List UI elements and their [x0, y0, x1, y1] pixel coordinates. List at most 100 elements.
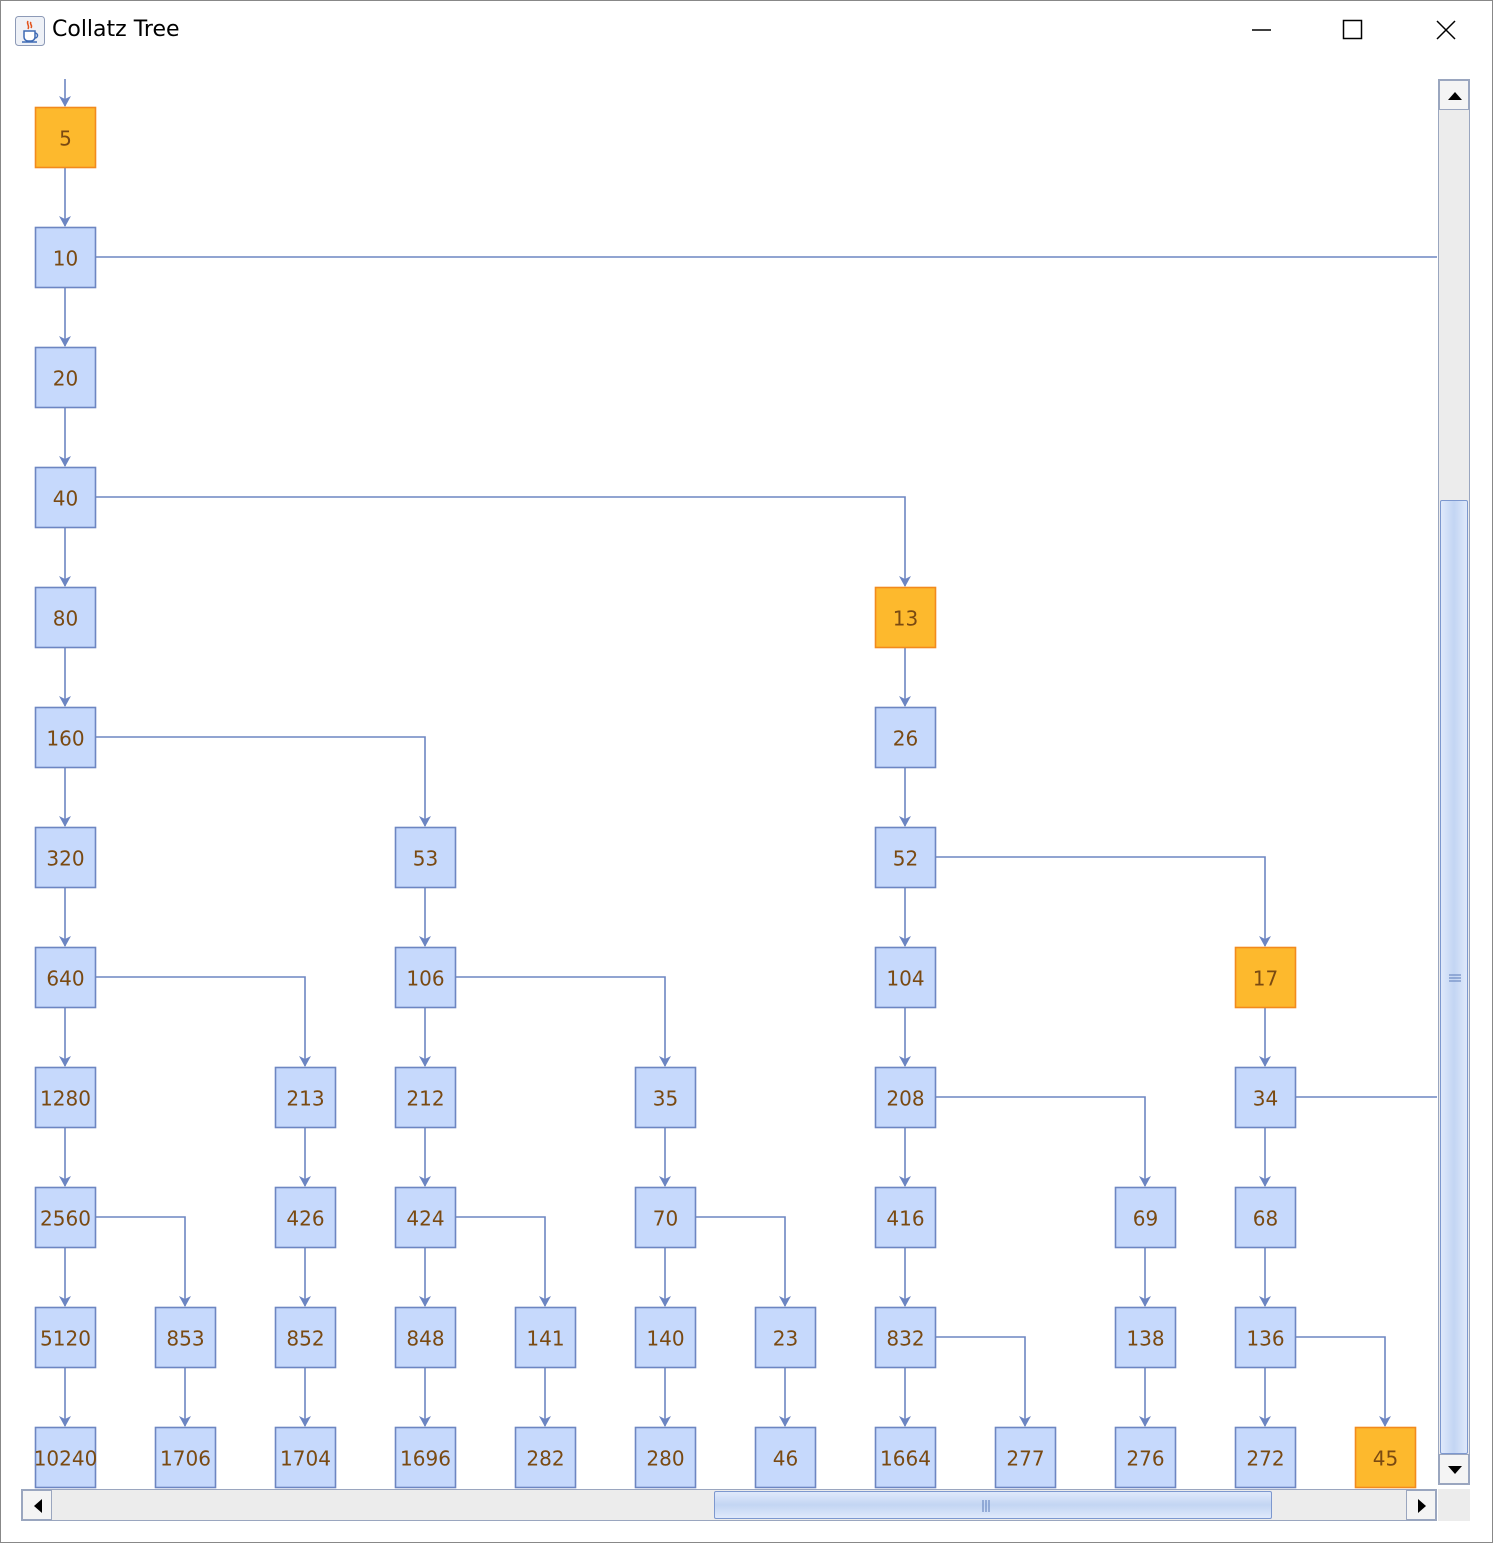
scroll-up-button[interactable]: [1439, 80, 1469, 110]
tree-node-45[interactable]: 45: [1354, 1426, 1417, 1489]
tree-node-277[interactable]: 277: [994, 1426, 1057, 1489]
node-label: 34: [1253, 1087, 1278, 1111]
tree-node-52[interactable]: 52: [874, 826, 937, 889]
minimize-button[interactable]: [1216, 1, 1308, 61]
node-label: 5: [59, 127, 72, 151]
node-label: 45: [1373, 1447, 1398, 1471]
node-label: 853: [166, 1327, 204, 1351]
horizontal-scrollbar[interactable]: [21, 1489, 1437, 1521]
tree-node-213[interactable]: 213: [274, 1066, 337, 1129]
tree-node-1664[interactable]: 1664: [874, 1426, 937, 1489]
scroll-right-button[interactable]: [1406, 1490, 1436, 1520]
tree-node-104[interactable]: 104: [874, 946, 937, 1009]
tree-node-2560[interactable]: 2560: [34, 1186, 97, 1249]
node-label: 17: [1253, 967, 1278, 991]
scroll-down-button[interactable]: [1439, 1454, 1469, 1484]
node-label: 424: [406, 1207, 444, 1231]
node-label: 35: [653, 1087, 678, 1111]
tree-node-640[interactable]: 640: [34, 946, 97, 1009]
tree-node-69[interactable]: 69: [1114, 1186, 1177, 1249]
triangle-down-icon: [1448, 1466, 1462, 1474]
title-bar[interactable]: Collatz Tree: [1, 1, 1492, 61]
maximize-button[interactable]: [1307, 1, 1399, 61]
tree-node-138[interactable]: 138: [1114, 1306, 1177, 1369]
tree-node-416[interactable]: 416: [874, 1186, 937, 1249]
tree-node-1696[interactable]: 1696: [394, 1426, 457, 1489]
tree-node-34[interactable]: 34: [1234, 1066, 1297, 1129]
tree-edge: [935, 856, 1271, 947]
tree-node-1704[interactable]: 1704: [274, 1426, 337, 1489]
close-button[interactable]: [1399, 1, 1491, 61]
node-box: [34, 1186, 97, 1249]
node-label: 80: [53, 607, 78, 631]
node-label: 280: [646, 1447, 684, 1471]
tree-node-53[interactable]: 53: [394, 826, 457, 889]
tree-node-68[interactable]: 68: [1234, 1186, 1297, 1249]
tree-node-10[interactable]: 10: [34, 226, 97, 289]
tree-node-832[interactable]: 832: [874, 1306, 937, 1369]
node-label: 69: [1133, 1207, 1158, 1231]
tree-node-140[interactable]: 140: [634, 1306, 697, 1369]
vertical-scrollbar[interactable]: [1438, 79, 1470, 1485]
tree-edge: [455, 976, 671, 1067]
tree-node-853[interactable]: 853: [154, 1306, 217, 1369]
node-box: [874, 1186, 937, 1249]
close-icon: [1436, 20, 1456, 40]
node-label: 40: [53, 487, 78, 511]
tree-node-1280[interactable]: 1280: [34, 1066, 97, 1129]
node-label: 272: [1246, 1447, 1284, 1471]
tree-node-212[interactable]: 212: [394, 1066, 457, 1129]
tree-node-426[interactable]: 426: [274, 1186, 337, 1249]
tree-node-282[interactable]: 282: [514, 1426, 577, 1489]
node-box: [394, 1186, 457, 1249]
tree-node-40[interactable]: 40: [34, 466, 97, 529]
node-label: 52: [893, 847, 918, 871]
tree-node-136[interactable]: 136: [1234, 1306, 1297, 1369]
tree-edge: [95, 496, 911, 587]
tree-node-5[interactable]: 5: [34, 106, 97, 169]
tree-node-20[interactable]: 20: [34, 346, 97, 409]
tree-node-13[interactable]: 13: [874, 586, 937, 649]
tree-node-17[interactable]: 17: [1234, 946, 1297, 1009]
vertical-scroll-thumb[interactable]: [1440, 500, 1468, 1454]
scroll-left-button[interactable]: [22, 1490, 52, 1520]
tree-node-160[interactable]: 160: [34, 706, 97, 769]
tree-node-276[interactable]: 276: [1114, 1426, 1177, 1489]
horizontal-scroll-thumb[interactable]: [714, 1491, 1272, 1519]
node-box: [514, 1426, 577, 1489]
tree-node-23[interactable]: 23: [754, 1306, 817, 1369]
tree-node-35[interactable]: 35: [634, 1066, 697, 1129]
tree-node-424[interactable]: 424: [394, 1186, 457, 1249]
tree-node-141[interactable]: 141: [514, 1306, 577, 1369]
node-box: [1234, 1306, 1297, 1369]
node-box: [154, 1426, 217, 1489]
node-label: 10: [53, 247, 78, 271]
node-label: 23: [773, 1327, 798, 1351]
grip-icon: [982, 1500, 990, 1512]
node-label: 1664: [880, 1447, 931, 1471]
node-label: 104: [886, 967, 924, 991]
tree-edge: [95, 1216, 191, 1307]
tree-node-10240[interactable]: 10240: [34, 1426, 98, 1489]
tree-node-272[interactable]: 272: [1234, 1426, 1297, 1489]
tree-node-26[interactable]: 26: [874, 706, 937, 769]
tree-node-208[interactable]: 208: [874, 1066, 937, 1129]
tree-node-46[interactable]: 46: [754, 1426, 817, 1489]
node-box: [394, 1306, 457, 1369]
tree-node-106[interactable]: 106: [394, 946, 457, 1009]
tree-node-80[interactable]: 80: [34, 586, 97, 649]
node-box: [34, 346, 97, 409]
tree-canvas[interactable]: 5 10 20 40 80 160 320 640 1280 2560 5120 10240 853 17…: [1, 61, 1437, 1489]
tree-node-5120[interactable]: 5120: [34, 1306, 97, 1369]
tree-node-852[interactable]: 852: [274, 1306, 337, 1369]
node-label: 20: [53, 367, 78, 391]
tree-edge: [95, 736, 431, 827]
tree-node-1706[interactable]: 1706: [154, 1426, 217, 1489]
tree-node-70[interactable]: 70: [634, 1186, 697, 1249]
tree-node-848[interactable]: 848: [394, 1306, 457, 1369]
tree-node-320[interactable]: 320: [34, 826, 97, 889]
tree-edge: [455, 1216, 551, 1307]
node-box: [754, 1426, 817, 1489]
tree-node-280[interactable]: 280: [634, 1426, 697, 1489]
